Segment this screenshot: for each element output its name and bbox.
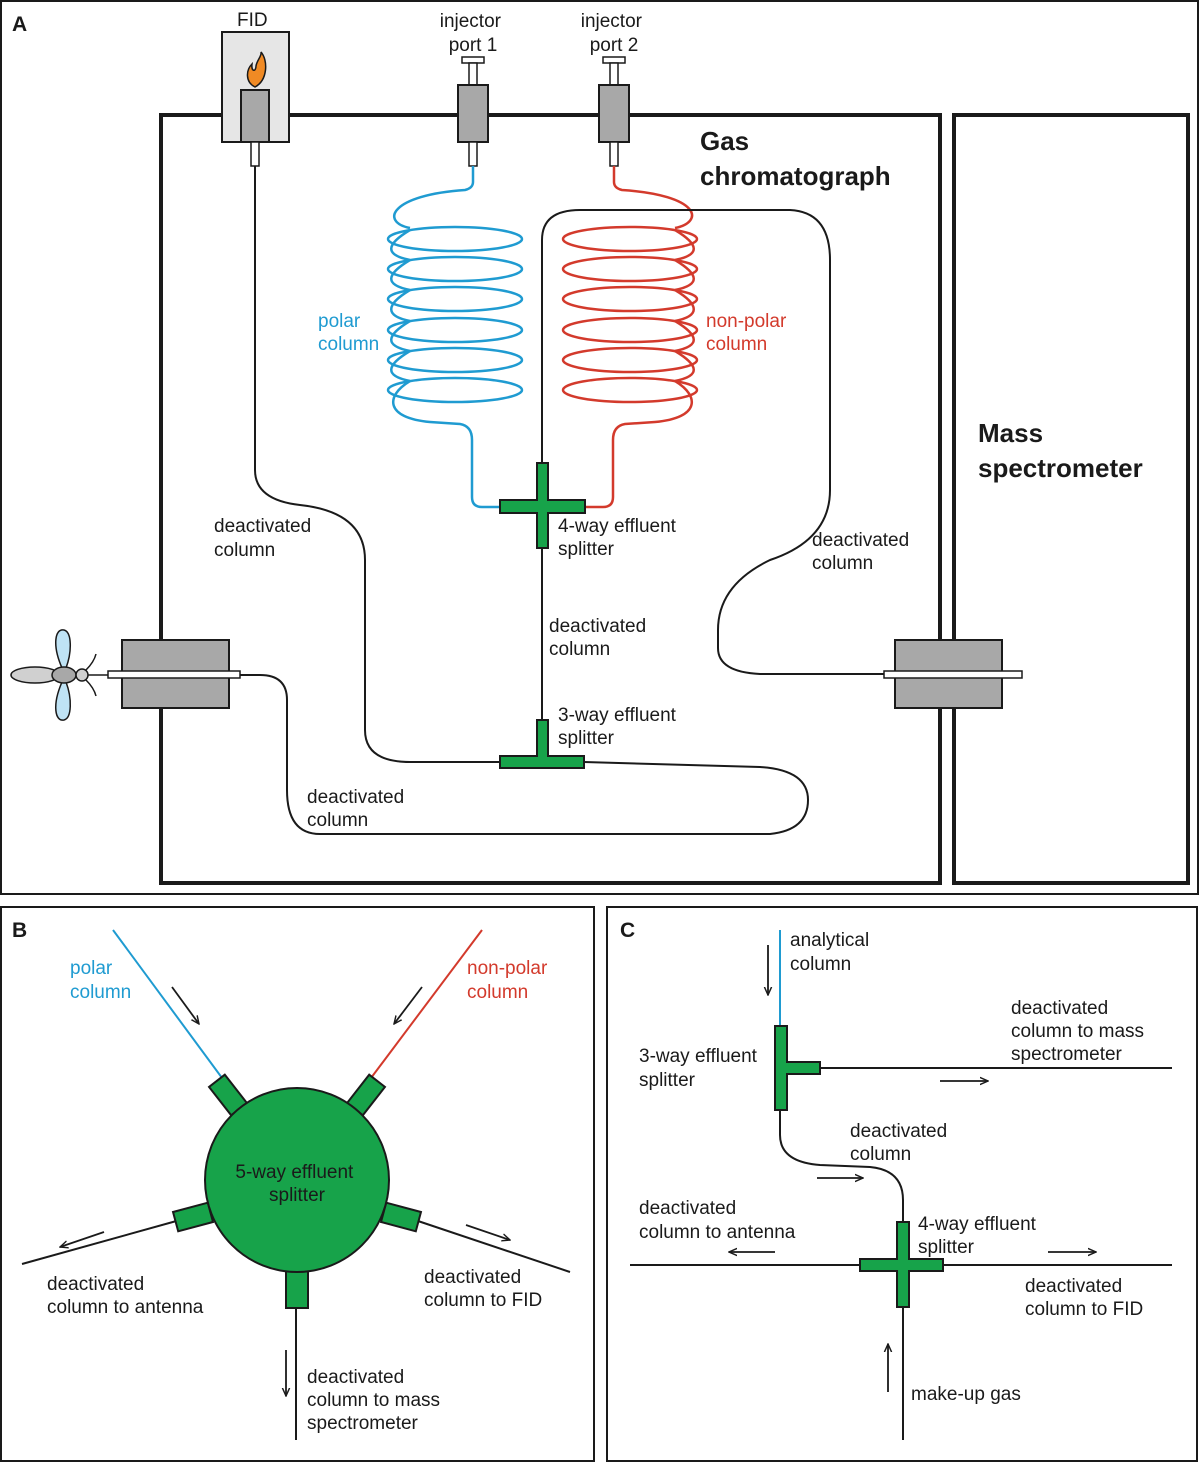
non-polar-column-line-b [367,929,483,1083]
panel-a-letter: A [12,13,27,36]
panel-c: C analytical column 3-way effluent split… [606,906,1198,1462]
panel-a-border [0,0,1199,895]
gas-chromatograph-box [159,113,942,885]
three-way-splitter-c [774,1025,821,1111]
mass-spectrometer-box [952,113,1190,885]
panel-b-border [0,906,595,1462]
to-ms-label-c: deactivated column to mass spectrometer [1011,998,1149,1065]
polar-column-line-b [112,929,226,1083]
polar-column-label: polar column [318,311,379,355]
five-way-splitter [171,1073,423,1309]
to-fid-label-b: deactivated column to FID [424,1267,542,1311]
to-fid-label-c: deactivated column to FID [1025,1276,1143,1320]
deactivated-line-c [779,1110,904,1222]
gc-label: Gas chromatograph [700,126,891,191]
to-fid-line-b [414,1219,571,1273]
injector-port-1 [457,56,489,167]
flow-arrows-b [60,986,510,1396]
deactivated-column-label-left: deactivated column [214,516,316,561]
arrow-icon [394,986,423,1024]
four-way-splitter [499,462,586,549]
fid-detector [221,31,290,167]
to-antenna-line-b [21,1219,181,1265]
splitter-3way-label-a: 3-way effluent splitter [558,705,681,749]
fid-label: FID [237,10,268,31]
to-antenna-label-b: deactivated column to antenna [47,1274,204,1318]
non-polar-column-coil [561,166,699,509]
flame-icon [246,51,267,88]
panel-c-border [606,906,1198,1462]
arrow-icon [465,1224,510,1240]
panel-a: A Gas chromatograph Mass spectrometer FI… [0,0,1199,895]
injector-port-2 [598,56,630,167]
analytical-column-label: analytical column [790,930,875,975]
splitter-4way-label-c: 4-way effluent splitter [918,1214,1041,1258]
deactivated-column-label-bottom: deactivated column [307,787,409,831]
deactivated-columns [238,166,888,835]
four-way-splitter-c [859,1221,944,1308]
splitter-3way-label-c: 3-way effluent splitter [639,1046,762,1091]
to-antenna-label-c: deactivated column to antenna [639,1198,796,1243]
polar-column-coil [386,166,524,509]
injector-1-label: injector port 1 [440,11,507,56]
injector-2-label: injector port 2 [581,11,648,56]
insect-antenna-icon [10,629,108,721]
panel-b-letter: B [12,919,27,942]
panel-c-letter: C [620,919,635,942]
arrow-icon [171,986,199,1024]
arrow-icon [60,1231,105,1247]
five-way-splitter-label: 5-way effluent splitter [235,1162,358,1206]
antenna-transfer-port [107,639,241,709]
non-polar-column-label-b: non-polar column [467,958,553,1003]
to-ms-label-b: deactivated column to mass spectrometer [307,1367,445,1434]
deactivated-column-label-center: deactivated column [549,616,651,660]
ms-transfer-port [883,639,1023,709]
deactivated-column-label-right: deactivated column [812,530,914,574]
non-polar-column-label: non-polar column [706,311,792,355]
splitter-4way-label-a: 4-way effluent splitter [558,516,681,560]
panel-b: B 5-way effluent splitter polar column n… [0,906,595,1462]
three-way-splitter [499,719,585,769]
polar-column-label-b: polar column [70,958,131,1003]
deactivated-column-label-c: deactivated column [850,1121,952,1165]
ms-label: Mass spectrometer [978,418,1143,483]
flow-arrows-c [729,945,1096,1392]
make-up-gas-label: make-up gas [911,1384,1021,1405]
